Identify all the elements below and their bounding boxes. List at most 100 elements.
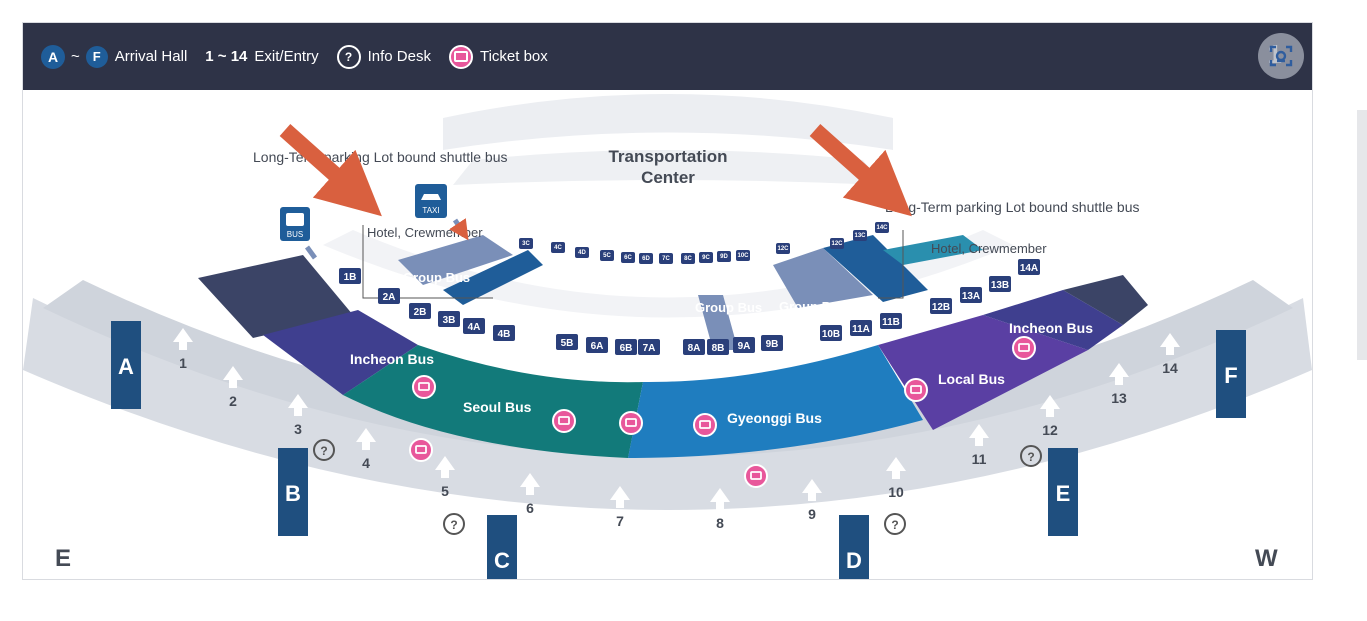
- taxi-icon-text: TAXI: [422, 206, 439, 215]
- hotel-left-leader: [362, 225, 493, 299]
- ticket-box-icon: [693, 413, 717, 437]
- walkway-inner: [43, 280, 1293, 457]
- bus-stop-2B: 2B: [409, 303, 431, 319]
- ticket-box-icon: [744, 464, 768, 488]
- label-group-bus-right: Group Bus: [779, 299, 846, 314]
- zone-group-bus-center: [698, 295, 738, 350]
- label-hotel-right: Hotel, Crewmember: [931, 241, 1047, 256]
- visual-search-button[interactable]: [1258, 33, 1304, 79]
- svg-text:12C: 12C: [831, 241, 843, 247]
- svg-text:C: C: [494, 548, 510, 573]
- svg-text:13C: 13C: [854, 233, 866, 239]
- bus-stop-7A: 7A: [638, 339, 660, 355]
- bus-stop-6A: 6A: [586, 337, 608, 353]
- svg-text:14C: 14C: [876, 225, 888, 231]
- svg-text:11: 11: [972, 451, 987, 467]
- info-desk-icon: ?: [336, 44, 361, 69]
- exit-6: 6: [520, 473, 540, 516]
- svg-text:4: 4: [362, 455, 370, 471]
- arrival-hall-badge-to: F: [85, 45, 108, 68]
- legend-bar: A ~ F Arrival Hall 1 ~ 14 Exit/Entry ? I…: [23, 23, 1312, 90]
- exit-1: 1: [173, 328, 193, 371]
- svg-text:B: B: [285, 481, 301, 506]
- svg-text:13: 13: [1111, 390, 1127, 406]
- exit-8: 8: [710, 488, 730, 531]
- bus-stop-5B: 5B: [556, 334, 578, 350]
- svg-text:5B: 5B: [561, 338, 574, 349]
- ticket-box-icon: [409, 438, 433, 462]
- svg-text:?: ?: [450, 518, 457, 532]
- ticket-box-icon: [448, 44, 473, 69]
- svg-text:9: 9: [808, 506, 816, 522]
- svg-text:8A: 8A: [688, 343, 701, 354]
- label-shuttle-left: Long-Term parking Lot bound shuttle bus: [253, 149, 508, 165]
- svg-text:11A: 11A: [852, 324, 870, 335]
- arrival-hall-C: C: [487, 515, 517, 579]
- svg-text:12C: 12C: [777, 246, 789, 252]
- svg-text:6B: 6B: [620, 343, 633, 354]
- building-canopy: [453, 150, 883, 185]
- bus-stop-6B: 6B: [615, 339, 637, 355]
- svg-text:4B: 4B: [498, 329, 511, 340]
- svg-text:7A: 7A: [643, 343, 656, 354]
- hotel-right-leader: [878, 230, 904, 299]
- svg-text:13B: 13B: [991, 280, 1009, 291]
- svg-text:6D: 6D: [642, 256, 650, 262]
- zone-dark-left: [198, 255, 353, 338]
- walkway-ring: [23, 298, 1312, 510]
- zone-group-bus-right: [773, 248, 873, 308]
- arrival-hall-label: Arrival Hall: [114, 48, 188, 65]
- zone-strip-left: [443, 250, 543, 305]
- svg-text:4D: 4D: [578, 250, 586, 256]
- svg-text:12B: 12B: [932, 302, 950, 313]
- zone-local-bus: [878, 315, 1088, 430]
- svg-text:2B: 2B: [414, 307, 427, 318]
- exit-10: 10: [886, 457, 906, 500]
- svg-text:2A: 2A: [383, 292, 396, 303]
- bus-stop-9A: 9A: [733, 337, 755, 353]
- bus-icon-text: BUS: [287, 230, 303, 239]
- bus-stop-6C: 6C: [621, 252, 635, 263]
- label-incheon-bus-right: Incheon Bus: [1009, 320, 1093, 336]
- compass-east: E: [55, 545, 71, 572]
- svg-text:11B: 11B: [882, 317, 900, 328]
- bus-stop-3B: 3B: [438, 311, 460, 327]
- zone-crew-right: [883, 235, 983, 265]
- svg-text:3: 3: [294, 421, 302, 437]
- svg-text:12: 12: [1042, 422, 1058, 438]
- arrival-hall-B: B: [278, 448, 308, 536]
- svg-text:7: 7: [616, 513, 624, 529]
- svg-text:?: ?: [320, 444, 327, 458]
- exit-11: 11: [969, 424, 989, 467]
- bus-stop-8A: 8A: [683, 339, 705, 355]
- bus-stop-4D: 4D: [575, 247, 589, 258]
- svg-text:?: ?: [891, 518, 898, 532]
- svg-text:5: 5: [441, 483, 449, 499]
- svg-text:6C: 6C: [624, 255, 632, 261]
- exit-12: 12: [1040, 395, 1060, 438]
- bus-stop-9D: 9D: [717, 251, 731, 262]
- bus-stop-2A: 2A: [378, 288, 400, 304]
- legend-arrival: A ~ F Arrival Hall: [41, 44, 188, 69]
- exit-3: 3: [288, 394, 308, 437]
- bus-stop-8C: 8C: [681, 253, 695, 264]
- svg-text:14: 14: [1162, 360, 1178, 376]
- ticket-box-label: Ticket box: [479, 48, 548, 65]
- bus-stop-13C: 13C: [853, 230, 867, 241]
- bus-stop-4C: 4C: [551, 242, 565, 253]
- legend-ticket: Ticket box: [448, 44, 548, 69]
- svg-text:E: E: [1056, 481, 1071, 506]
- bus-stop-13A: 13A: [960, 287, 982, 303]
- bus-stop-10B: 10B: [820, 325, 842, 341]
- arrival-hall-E: E: [1048, 448, 1078, 536]
- bus-stop-10C: 10C: [736, 250, 750, 261]
- label-seoul-bus: Seoul Bus: [463, 399, 532, 415]
- svg-text:1B: 1B: [344, 272, 357, 283]
- bus-stop-4A: 4A: [463, 318, 485, 334]
- scrollbar[interactable]: [1357, 110, 1367, 360]
- exit-2: 2: [223, 366, 243, 409]
- exit-label: Exit/Entry: [254, 48, 319, 65]
- bus-stop-8B: 8B: [707, 339, 729, 355]
